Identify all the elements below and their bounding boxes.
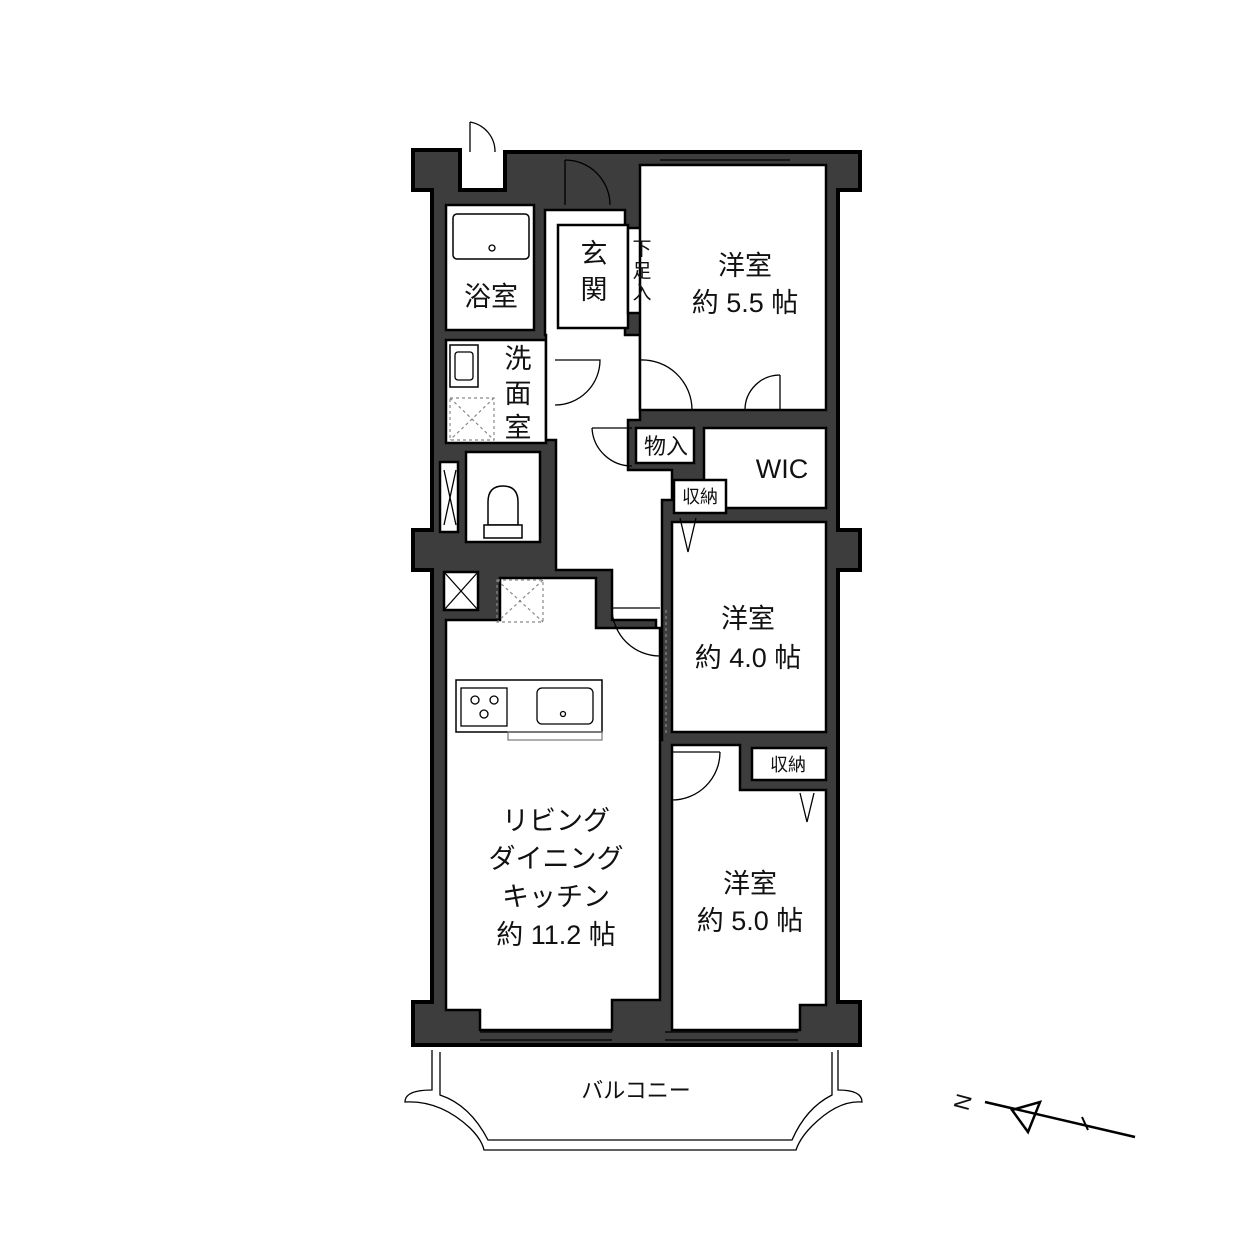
room-ldk (444, 576, 662, 1032)
label-shoe-3: 入 (632, 283, 651, 304)
room-storage (634, 426, 696, 465)
label-washroom-1: 洗 (505, 344, 532, 374)
compass: N (949, 1091, 1136, 1139)
label-western3-name: 洋室 (723, 869, 777, 899)
label-ldk-line1: リビング (502, 806, 610, 836)
label-western1-name: 洋室 (718, 251, 772, 281)
room-washroom (444, 338, 548, 445)
bathtub (452, 213, 530, 260)
label-western3-size: 約 5.0 帖 (697, 906, 804, 936)
compass-label: N (949, 1091, 977, 1113)
label-washroom-2: 面 (505, 379, 532, 409)
label-entrance-2: 関 (581, 275, 608, 305)
label-bath: 浴室 (464, 282, 518, 312)
label-closet1: 収納 (682, 487, 718, 507)
room-closet2 (750, 746, 828, 782)
wash-basin (449, 344, 479, 388)
label-ldk-line2: ダイニング (489, 844, 624, 874)
label-ldk-line3: キッチン (502, 882, 610, 912)
label-shoe-1: 下 (632, 239, 651, 260)
label-storage: 物入 (644, 434, 688, 459)
label-wic: WIC (756, 454, 808, 484)
label-western2-name: 洋室 (721, 604, 775, 634)
label-balcony: バルコニー (581, 1078, 691, 1103)
toilet (487, 485, 519, 526)
label-shoe-2: 足 (632, 261, 651, 282)
label-closet2: 収納 (770, 755, 806, 775)
label-washroom-3: 室 (505, 413, 532, 443)
room-entrance (556, 223, 630, 330)
label-entrance-1: 玄 (581, 239, 608, 269)
label-western1-size: 約 5.5 帖 (692, 288, 799, 318)
room-western2 (670, 520, 828, 734)
room-western3 (670, 743, 828, 1032)
label-ldk-size: 約 11.2 帖 (496, 920, 616, 950)
balcony-outline (404, 1050, 863, 1151)
label-western2-size: 約 4.0 帖 (695, 643, 802, 673)
room-closet1 (672, 478, 728, 515)
